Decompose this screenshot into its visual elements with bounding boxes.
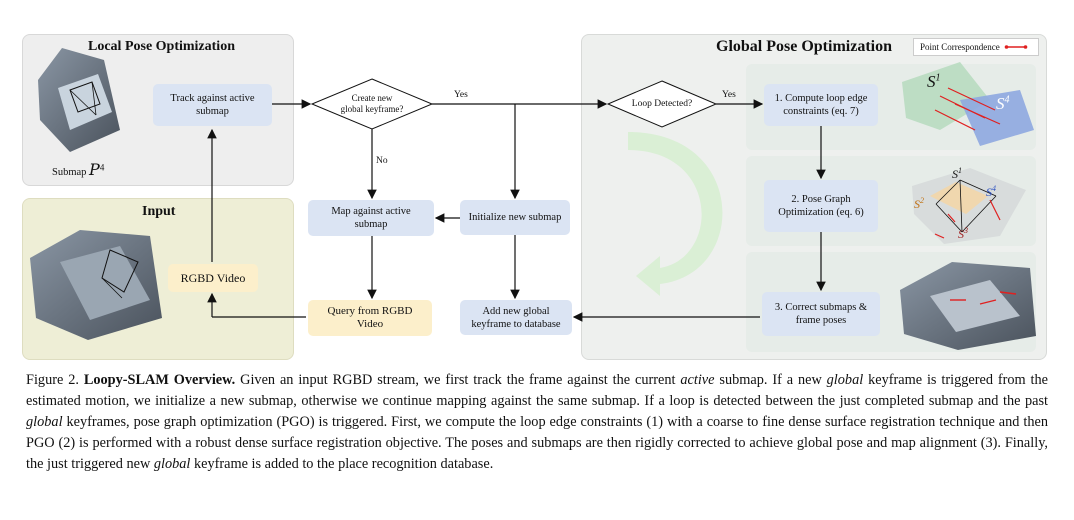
add-keyframe-node: Add new global keyframe to database	[460, 300, 572, 335]
loop-detected-label: Loop Detected?	[631, 98, 693, 109]
input-title: Input	[142, 204, 176, 219]
label-s4-step1: S4	[996, 94, 1010, 113]
correspondence-line-icon	[1004, 45, 1028, 49]
init-submap-node: Initialize new submap	[460, 200, 570, 235]
submap-text: Submap	[52, 167, 87, 178]
submap-math-p: P	[89, 160, 100, 179]
global-pose-title: Global Pose Optimization	[716, 38, 892, 55]
label-s1-step2: S1	[952, 166, 962, 181]
label-s1-step1: S1	[927, 72, 941, 91]
decision-new-keyframe-label: Create new global keyframe?	[340, 93, 404, 114]
pgo-node: 2. Pose Graph Optimization (eq. 6)	[764, 180, 878, 232]
track-node: Track against active submap	[153, 84, 272, 126]
local-pose-title: Local Pose Optimization	[88, 39, 235, 54]
step2-posegraph-image	[912, 168, 1026, 244]
diagram-canvas	[30, 48, 1036, 350]
submap-math-sup: 4	[99, 162, 105, 173]
edge-label-no: No	[376, 156, 388, 166]
map-active-node: Map against active submap	[308, 200, 434, 236]
loop-curved-arrow	[628, 132, 723, 296]
figure-caption: Figure 2. Loopy-SLAM Overview. Given an …	[26, 372, 1048, 472]
edge-label-yes-2: Yes	[722, 90, 736, 100]
compute-loop-node: 1. Compute loop edge constraints (eq. 7)	[764, 84, 878, 126]
edge-label-yes-1: Yes	[454, 90, 468, 100]
label-s2-step2: S2	[914, 196, 924, 211]
caption-prefix: Figure 2.	[26, 372, 79, 388]
step1-pointclouds-image	[902, 62, 1034, 146]
input-rgbd-image	[30, 230, 162, 340]
step3-corrected-scene-image	[900, 262, 1036, 350]
correct-submaps-node: 3. Correct submaps & frame poses	[762, 292, 880, 336]
label-s4-step2: S4	[986, 184, 996, 199]
legend: Point Correspondence	[913, 38, 1039, 56]
decision-diamond-loop	[606, 80, 718, 128]
label-s3-step2: S3	[958, 226, 968, 241]
submap-label: Submap P4	[52, 160, 104, 179]
query-node: Query from RGBD Video	[308, 300, 432, 336]
submap-image	[38, 48, 120, 152]
legend-label: Point Correspondence	[920, 42, 1000, 52]
rgbd-video-node: RGBD Video	[168, 264, 258, 292]
caption-title: Loopy-SLAM Overview.	[83, 372, 236, 388]
